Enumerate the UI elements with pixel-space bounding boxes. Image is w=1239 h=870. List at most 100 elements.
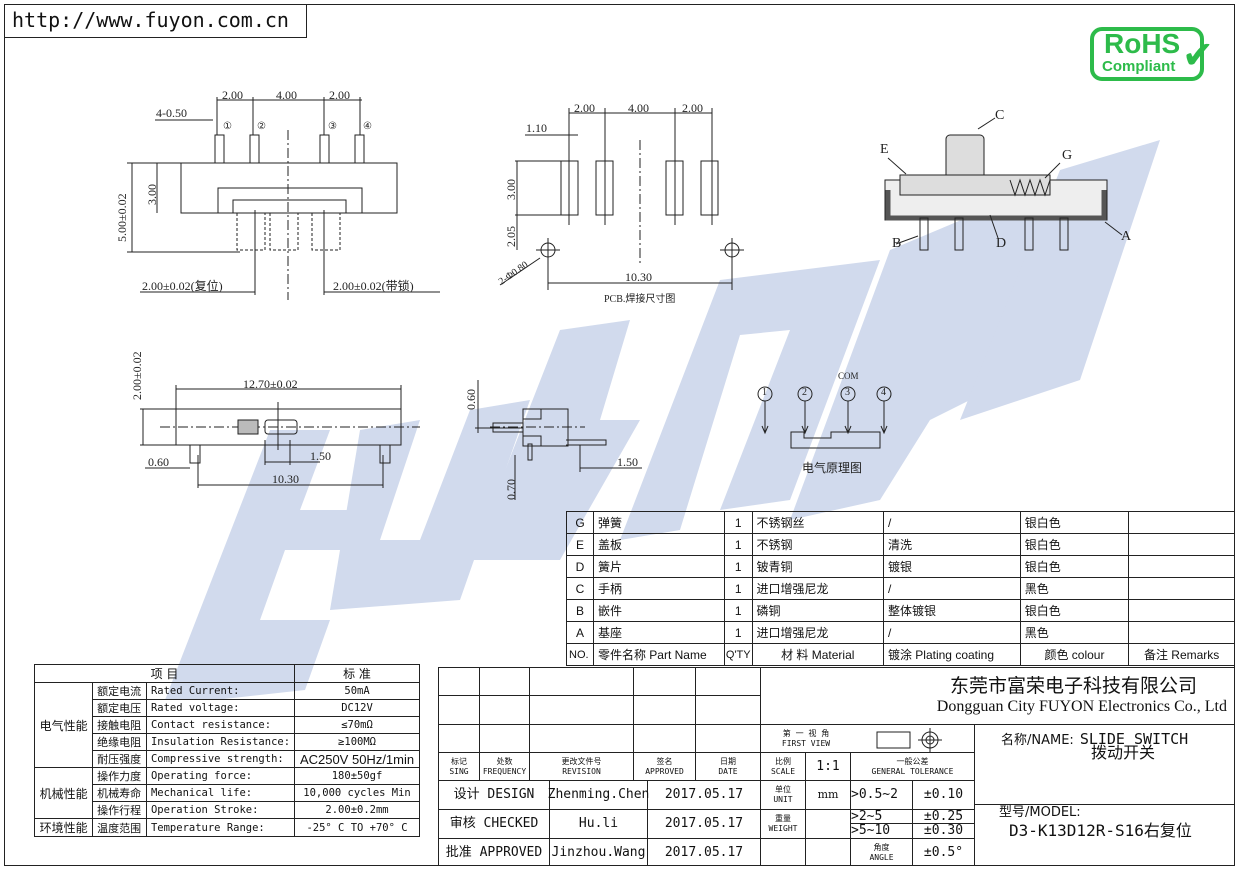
- table-row: 环境性能 温度范围 Temperature Range: -25° C TO +…: [33, 818, 420, 837]
- design-date: 2017.05.17: [648, 781, 761, 810]
- pin-1-marker: ①: [223, 121, 232, 132]
- part-material: 磷铜: [751, 599, 884, 622]
- pad-width-dim: 1.10: [526, 121, 547, 135]
- spec-value: 50mA: [294, 682, 420, 700]
- checked-name: Hu.li: [550, 810, 648, 839]
- tol-value-1: ±0.10: [913, 781, 975, 810]
- side-view-drawing: [475, 380, 642, 500]
- model-cell: 型号/MODEL: D3-K13D12R-S16右复位: [975, 805, 1235, 866]
- category-environmental: 环境性能: [33, 818, 94, 837]
- schematic-drawing: [757, 386, 892, 449]
- table-row: 耐压强度 Compressive strength: AC250V 50Hz/1…: [35, 750, 420, 768]
- part-material: 铍青铜: [751, 555, 884, 578]
- design-role: 设计 DESIGN: [439, 781, 550, 810]
- schematic-pin-1: 1: [762, 387, 767, 398]
- scale-value: 1:1: [806, 753, 851, 781]
- unit-value: mm: [806, 781, 851, 810]
- pcb-pitch-left-dim: 2.00: [574, 101, 595, 115]
- product-name-zh: 拨动开关: [1091, 743, 1156, 762]
- part-material: 不锈钢丝: [751, 511, 884, 534]
- hole-span-dim: 10.30: [625, 270, 652, 284]
- spec-en: Compressive strength:: [145, 750, 296, 768]
- spec-zh: 操作行程: [92, 801, 147, 819]
- part-name: 盖板: [592, 533, 725, 556]
- model-number: D3-K13D12R-S16右复位: [1009, 821, 1192, 840]
- website-url[interactable]: http://www.fuyon.com.cn: [4, 4, 307, 38]
- table-row: 额定电压 Rated voltage: DC12V: [35, 699, 420, 717]
- tol-range-3: >5~10: [851, 824, 913, 839]
- table-row: E 盖板 1 不锈钢 清洗 银白色: [566, 533, 1235, 556]
- rohs-badge: RoHS Compliant ✔: [1090, 27, 1214, 81]
- tol-range-1: >0.5~2: [851, 781, 913, 810]
- pitch-left-dim: 2.00: [222, 88, 243, 102]
- pin-3-marker: ③: [328, 121, 337, 132]
- spec-en: Operating force:: [145, 767, 296, 785]
- pcb-caption: PCB.焊接尺寸图: [604, 294, 676, 305]
- tol-value-2: ±0.25: [913, 810, 975, 824]
- spec-table: 项 目 标 准 电气性能 额定电流 Rated Current: 50mA 额定…: [33, 664, 420, 837]
- com-label: COM: [838, 371, 859, 381]
- spec-zh: 额定电流: [92, 682, 147, 700]
- spec-en: Contact resistance:: [145, 716, 296, 734]
- spec-zh: 温度范围: [92, 818, 147, 837]
- pin-4-marker: ④: [363, 121, 372, 132]
- schematic-pin-4: 4: [881, 387, 886, 398]
- spec-en: Rated voltage:: [145, 699, 296, 717]
- pcb-pitch-right-dim: 2.00: [682, 101, 703, 115]
- table-row: C 手柄 1 进口增强尼龙 / 黑色: [566, 577, 1235, 600]
- table-row: 机械性能 操作力度 Operating force: 180±50gf: [33, 767, 420, 819]
- parts-table: G 弹簧 1 不锈钢丝 / 银白色 E 盖板 1 不锈钢 清洗 银白色 D 簧片…: [566, 511, 1235, 666]
- part-colour: 黑色: [1019, 621, 1130, 644]
- pitch-mid-dim: 4.00: [276, 88, 297, 102]
- header-no: NO.: [566, 643, 594, 666]
- spec-zh: 额定电压: [92, 699, 147, 717]
- pin-2-marker: ②: [257, 121, 266, 132]
- header-material: 材 料 Material: [751, 643, 884, 666]
- product-name-en: SLIDE SWITCH: [1079, 730, 1189, 748]
- spec-value: AC250V 50Hz/1min: [294, 750, 420, 768]
- first-view-symbol-cell: [851, 725, 975, 753]
- spec-en: Insulation Resistance:: [145, 733, 296, 751]
- approved-name: Jinzhou.Wang: [550, 839, 648, 866]
- spec-value: -25° C TO +70° C: [294, 818, 420, 837]
- table-row: 操作行程 Operation Stroke: 2.00±0.2mm: [35, 801, 420, 819]
- section-view-drawing: [884, 117, 1123, 251]
- name-label: 名称/NAME:: [1001, 733, 1074, 748]
- part-material: 进口增强尼龙: [751, 577, 884, 600]
- schematic-caption: 电气原理图: [802, 461, 863, 475]
- pitch-right-dim: 2.00: [329, 88, 350, 102]
- travel-lock-dim: 2.00±0.02(带锁): [333, 279, 414, 293]
- part-label-c: C: [995, 108, 1005, 123]
- rohs-label: RoHS: [1104, 28, 1181, 59]
- model-label: 型号/MODEL:: [999, 805, 1081, 820]
- part-label-a: A: [1121, 229, 1132, 244]
- header-standard: 标 准: [294, 664, 420, 683]
- spec-en: Operation Stroke:: [145, 801, 296, 819]
- header-remarks: 备注 Remarks: [1128, 643, 1235, 666]
- angle-value: ±0.5°: [913, 839, 975, 866]
- part-label-d: D: [996, 236, 1007, 251]
- front-view-drawing: [127, 97, 440, 300]
- first-view-symbol: [876, 728, 942, 752]
- part-colour: 银白色: [1019, 599, 1130, 622]
- schematic-pin-2: 2: [802, 387, 807, 398]
- approved-role: 批准 APPROVED: [439, 839, 550, 866]
- top-view-drawing: [140, 385, 420, 488]
- header-part-name: 零件名称 Part Name: [592, 643, 725, 666]
- part-material: 不锈钢: [751, 533, 884, 556]
- leg-span-dim: 10.30: [272, 472, 299, 486]
- category-mechanical: 机械性能: [33, 767, 94, 819]
- design-name: Zhenming.Chen: [548, 781, 649, 810]
- lead-length-dim: 1.50: [617, 455, 638, 469]
- travel-reset-dim: 2.00±0.02(复位): [142, 279, 223, 293]
- leg-width-dim: 0.60: [148, 455, 169, 469]
